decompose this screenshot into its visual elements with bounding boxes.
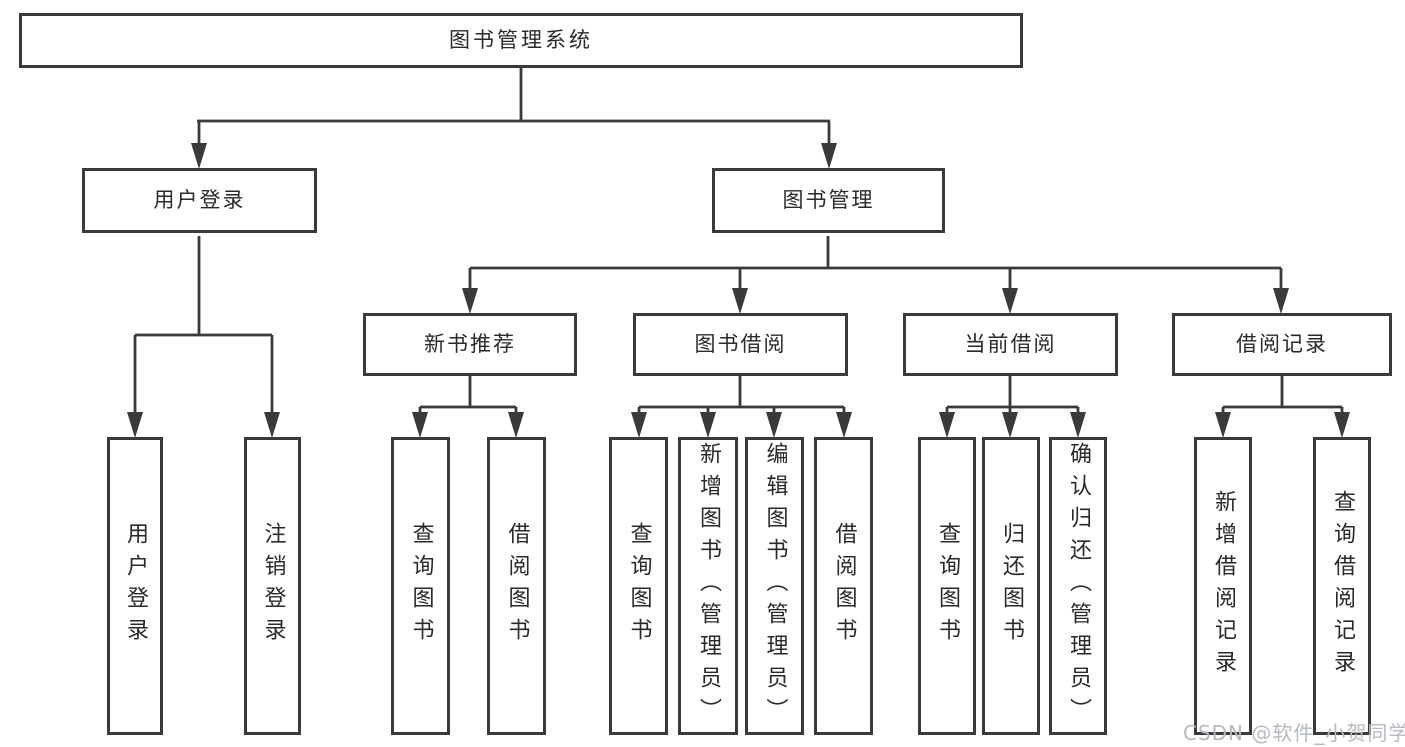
node-library-management-system: 图书管理系统 xyxy=(19,13,1023,68)
leaf-label: 查询图书 xyxy=(408,522,434,650)
node-book-management: 图书管理 xyxy=(712,168,945,233)
node-new-book-recommend: 新书推荐 xyxy=(363,313,577,376)
leaf-label: 查询图书 xyxy=(935,522,960,650)
leaf-label: 查询借阅记录 xyxy=(1330,490,1355,682)
node-leaf-return-books: 归还图书 xyxy=(982,437,1040,735)
node-leaf-query-books-3: 查询图书 xyxy=(918,437,976,735)
leaf-label: 借阅图书 xyxy=(504,522,530,650)
node-leaf-borrow-books-2: 借阅图书 xyxy=(814,437,873,735)
leaf-label: 借阅图书 xyxy=(831,522,857,650)
node-leaf-confirm-return-admin: 确认归还（管理员） xyxy=(1049,437,1107,735)
node-book-borrowing: 图书借阅 xyxy=(633,313,848,376)
node-user-login: 用户登录 xyxy=(82,168,317,233)
node-leaf-query-books-2: 查询图书 xyxy=(609,437,668,735)
node-leaf-add-books-admin: 新增图书（管理员） xyxy=(678,437,738,735)
leaf-label: 新增借阅记录 xyxy=(1211,490,1236,682)
node-leaf-query-books-1: 查询图书 xyxy=(391,437,450,735)
leaf-label: 确认归还（管理员） xyxy=(1066,442,1091,730)
leaf-label: 编辑图书（管理员） xyxy=(762,442,788,730)
node-leaf-logout: 注销登录 xyxy=(244,437,301,735)
leaf-label: 注销登录 xyxy=(260,522,286,650)
node-leaf-borrow-books-1: 借阅图书 xyxy=(487,437,546,735)
leaf-label: 新增图书（管理员） xyxy=(696,442,721,730)
node-borrowing-records: 借阅记录 xyxy=(1172,313,1392,376)
node-leaf-edit-books-admin: 编辑图书（管理员） xyxy=(745,437,804,735)
leaf-label: 用户登录 xyxy=(123,522,148,650)
node-leaf-user-login: 用户登录 xyxy=(107,437,163,735)
leaf-label: 归还图书 xyxy=(999,522,1024,650)
leaf-label: 查询图书 xyxy=(626,522,652,650)
csdn-watermark: CSDN @软件_小贺同学 xyxy=(1183,721,1405,745)
node-leaf-add-borrow-record: 新增借阅记录 xyxy=(1194,437,1252,735)
node-current-borrowing: 当前借阅 xyxy=(903,313,1118,376)
node-leaf-query-borrow-record: 查询借阅记录 xyxy=(1313,437,1371,735)
